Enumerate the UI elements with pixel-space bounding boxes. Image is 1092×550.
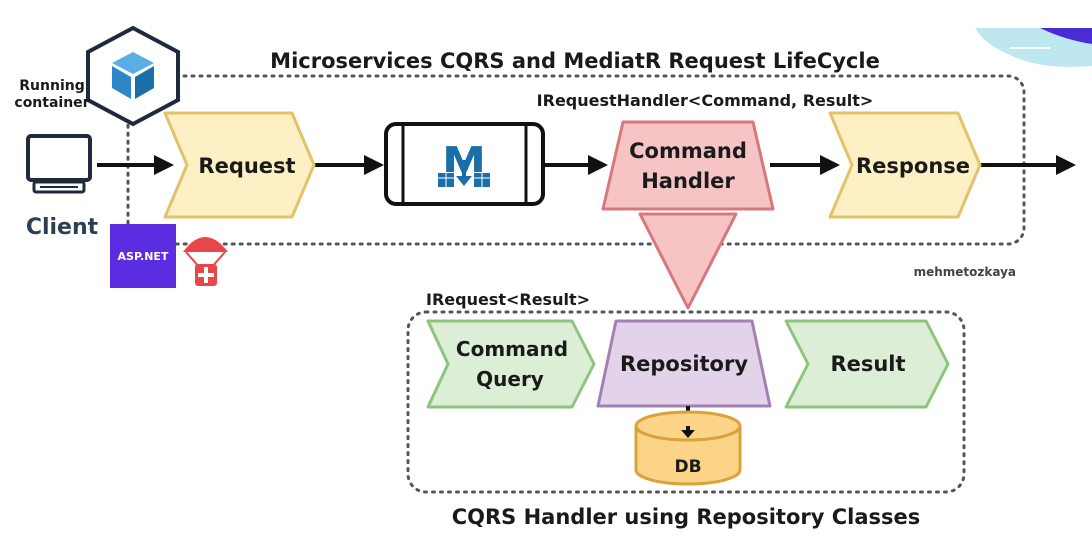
author-label: mehmetozkaya — [914, 265, 1016, 279]
arrow-db-head — [681, 430, 695, 438]
db-label: DB — [674, 457, 701, 477]
diagram-subtitle: CQRS Handler using Repository Classes — [452, 505, 921, 529]
diagram-title: Microservices CQRS and MediatR Request L… — [270, 49, 880, 73]
command-label-line2: Query — [476, 367, 544, 391]
result-label: Result — [830, 352, 905, 376]
container-label-line2: container — [14, 95, 89, 111]
repository-node: Repository — [596, 319, 772, 408]
client-label: Client — [26, 215, 99, 240]
running-container-boundary — [126, 74, 1026, 246]
handler-label-line1: Command — [629, 139, 747, 163]
repository-label: Repository — [620, 352, 748, 376]
response-node: Response — [828, 111, 982, 219]
container-label-line1: Running — [19, 78, 84, 94]
parachute-icon — [183, 237, 228, 286]
command-handler-node: Command Handler — [601, 120, 775, 211]
request-signature: IRequest<Result> — [426, 290, 590, 309]
handler-funnel — [638, 212, 738, 310]
request-label: Request — [198, 154, 295, 178]
mediator-node: M — [384, 122, 545, 206]
handler-label-line2: Handler — [641, 169, 735, 193]
docker-container-icon — [86, 25, 180, 127]
handler-signature: IRequestHandler<Command, Result> — [537, 91, 874, 110]
monitor-icon — [26, 134, 92, 194]
request-node: Request — [163, 111, 316, 219]
command-label-line1: Command — [456, 337, 568, 361]
mediatr-icon: M — [436, 138, 492, 189]
result-node: Result — [784, 319, 950, 409]
aspnet-label: ASP.NET — [118, 250, 169, 263]
command-query-node: Command Query — [426, 319, 596, 409]
aspnet-icon: ASP.NET — [110, 224, 176, 288]
db-node: DB — [634, 410, 742, 486]
response-label: Response — [856, 154, 970, 178]
corner-decoration — [975, 28, 1092, 67]
